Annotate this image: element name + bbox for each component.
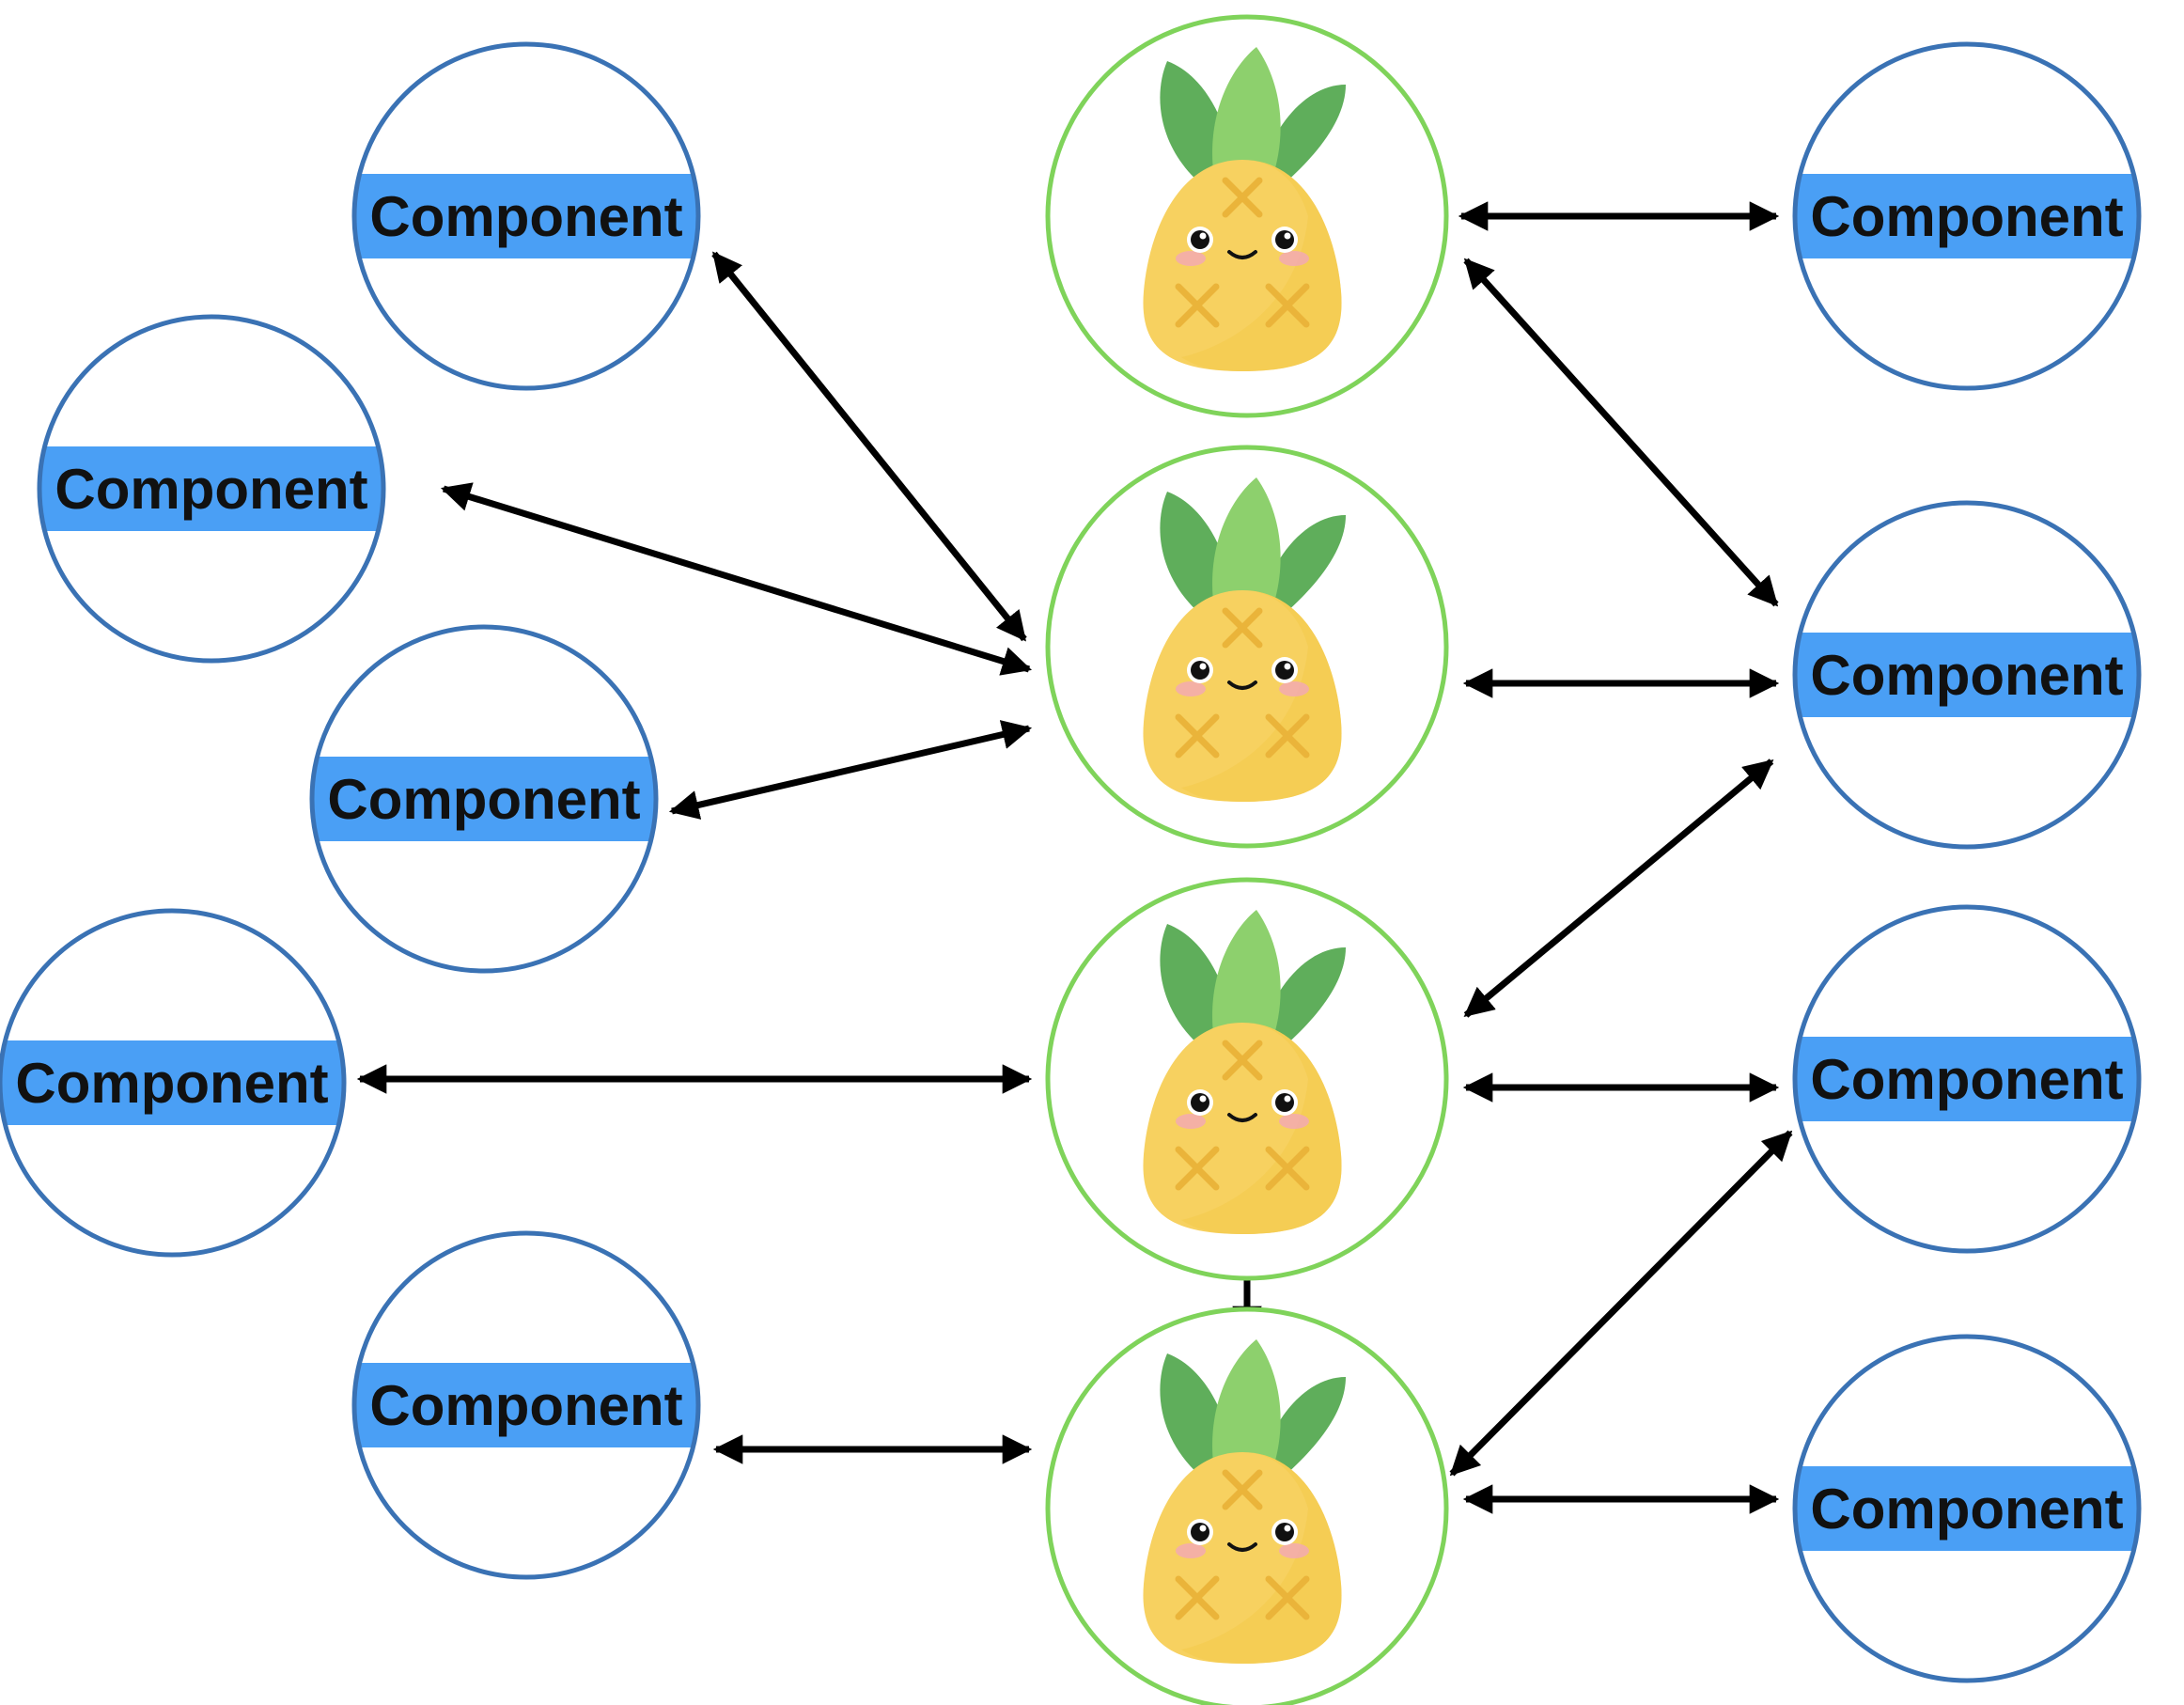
component-node-c6: Component — [1792, 41, 2142, 391]
pineapple-icon — [1143, 910, 1346, 1234]
pineapple-icon — [1143, 47, 1346, 371]
pineapple-icon — [1143, 1339, 1346, 1664]
component-circle — [1792, 1334, 2142, 1683]
hubs — [1045, 14, 1449, 1705]
components: ComponentComponentComponentComponentComp… — [0, 41, 2142, 1683]
connection-arrow-h3-c7 — [1463, 759, 1774, 1018]
component-band — [1795, 174, 2139, 258]
connection-arrow-c2-h2 — [440, 482, 1033, 676]
component-node-c9: Component — [1792, 1334, 2142, 1683]
connection-arrow-h4-c8 — [1449, 1130, 1793, 1477]
pineapple-icon — [1143, 477, 1346, 802]
component-circle — [351, 1230, 701, 1580]
component-node-c8: Component — [1792, 904, 2142, 1254]
component-circle — [1792, 904, 2142, 1254]
component-band — [39, 446, 383, 531]
hub-node-h4 — [1045, 1306, 1449, 1705]
component-circle — [0, 908, 347, 1258]
hub-node-h2 — [1045, 445, 1449, 849]
component-circle — [351, 41, 701, 391]
hub-node-h1 — [1045, 14, 1449, 418]
component-circle — [1792, 41, 2142, 391]
component-node-c3: Component — [309, 624, 659, 974]
component-circle — [309, 624, 659, 974]
component-node-c4: Component — [0, 908, 347, 1258]
connection-arrow-c3-h2 — [668, 720, 1033, 820]
connection-arrow-c1-h2 — [711, 251, 1027, 642]
component-label: Component — [369, 1374, 682, 1437]
component-circle — [1792, 500, 2142, 850]
component-label: Component — [1810, 1478, 2123, 1541]
component-band — [0, 1040, 344, 1125]
hub-node-h3 — [1045, 877, 1449, 1281]
component-node-c1: Component — [351, 41, 701, 391]
connection-arrow-h1-c7 — [1463, 258, 1779, 607]
component-band — [1795, 633, 2139, 717]
component-node-c2: Component — [37, 314, 386, 664]
component-band — [312, 757, 656, 841]
component-label: Component — [369, 185, 682, 248]
component-circle — [37, 314, 386, 664]
component-node-c5: Component — [351, 1230, 701, 1580]
component-label: Component — [15, 1052, 328, 1115]
component-label: Component — [55, 458, 367, 521]
component-label: Component — [327, 768, 640, 831]
connections — [356, 201, 1793, 1514]
component-band — [1795, 1037, 2139, 1121]
component-band — [1795, 1466, 2139, 1551]
component-node-c7: Component — [1792, 500, 2142, 850]
component-label: Component — [1810, 644, 2123, 707]
component-band — [354, 1363, 698, 1447]
component-label: Component — [1810, 185, 2123, 248]
component-band — [354, 174, 698, 258]
component-label: Component — [1810, 1048, 2123, 1111]
